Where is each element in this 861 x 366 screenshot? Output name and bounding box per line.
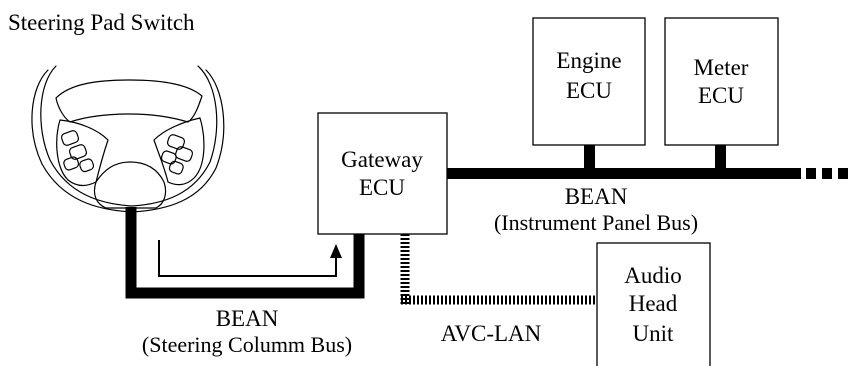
avc-lan-bus-line — [400, 210, 598, 305]
audio-head-unit-label-line3: Unit — [633, 321, 675, 346]
audio-head-unit-label-line2: Head — [629, 291, 678, 316]
engine-ecu-box: Engine ECU — [532, 17, 646, 146]
meter-ecu-label-line2: ECU — [698, 83, 744, 108]
gateway-ecu-box: Gateway ECU — [317, 112, 448, 235]
steering-wheel-icon — [31, 65, 225, 213]
gateway-ecu-label-line2: ECU — [359, 175, 405, 200]
signal-arrow — [158, 240, 342, 277]
avc-lan-label: AVC-LAN — [441, 321, 542, 346]
instrument-panel-bus-detail: (Instrument Panel Bus) — [494, 210, 698, 235]
steering-column-bus-line — [125, 207, 365, 299]
audio-head-unit-box: Audio Head Unit — [596, 242, 711, 366]
steering-column-bus-detail: (Steering Columm Bus) — [142, 332, 352, 357]
steering-column-bus-name: BEAN — [216, 306, 279, 331]
engine-ecu-label-line2: ECU — [566, 78, 612, 103]
meter-ecu-box: Meter ECU — [664, 17, 779, 146]
instrument-panel-bus-line — [447, 145, 848, 179]
audio-head-unit-label-line1: Audio — [624, 263, 682, 288]
gateway-ecu-label-line1: Gateway — [341, 147, 423, 172]
instrument-panel-bus-name: BEAN — [565, 184, 628, 209]
engine-ecu-label-line1: Engine — [556, 48, 621, 73]
meter-ecu-label-line1: Meter — [694, 55, 749, 80]
diagram-title: Steering Pad Switch — [8, 10, 195, 35]
